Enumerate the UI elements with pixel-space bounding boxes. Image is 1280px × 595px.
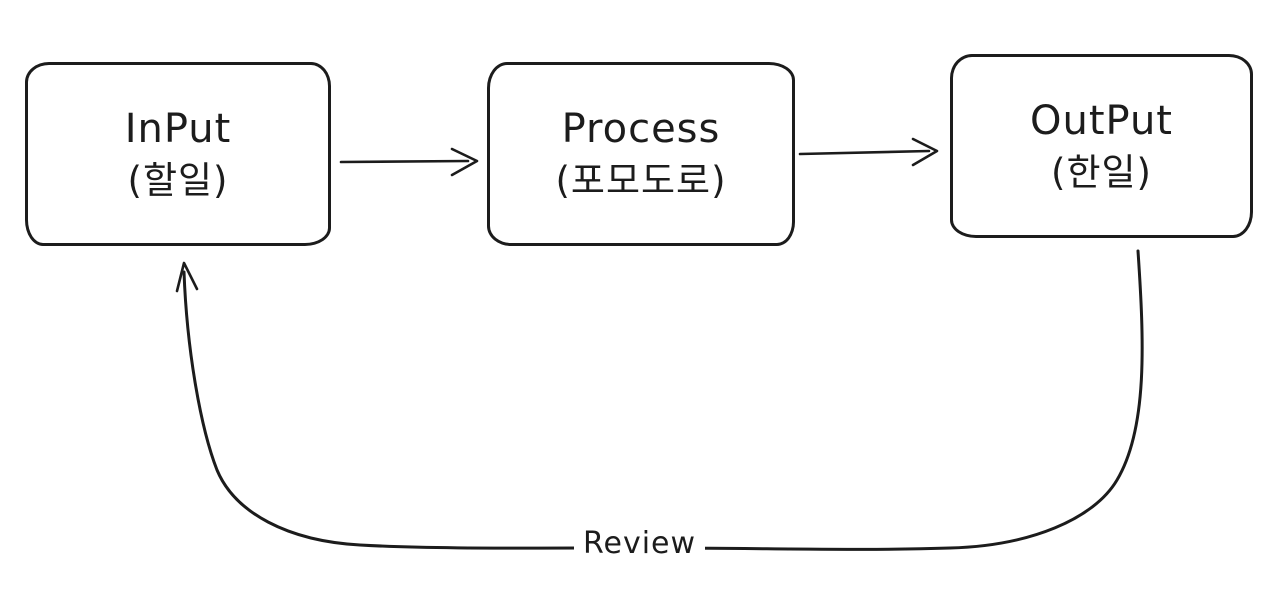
feedback-edge-label: Review — [574, 527, 706, 560]
node-input: InPut (할일) — [25, 62, 331, 246]
node-input-subtitle: (할일) — [127, 158, 229, 202]
node-output: OutPut (한일) — [950, 54, 1253, 238]
node-process-subtitle: (포모도로) — [555, 158, 727, 202]
connector-process-to-output — [798, 149, 931, 156]
node-output-subtitle: (한일) — [1051, 150, 1152, 194]
arrowhead-input-to-process-icon — [450, 147, 479, 177]
arrowhead-process-to-output-icon — [911, 137, 939, 167]
node-process: Process (포모도로) — [487, 62, 795, 246]
connector-output-to-input — [182, 249, 1144, 551]
connector-input-to-process — [339, 159, 470, 164]
node-process-title: Process — [561, 105, 721, 152]
arrowhead-output-to-input-icon — [175, 261, 199, 293]
node-input-title: InPut — [124, 105, 232, 152]
node-output-title: OutPut — [1030, 97, 1173, 144]
